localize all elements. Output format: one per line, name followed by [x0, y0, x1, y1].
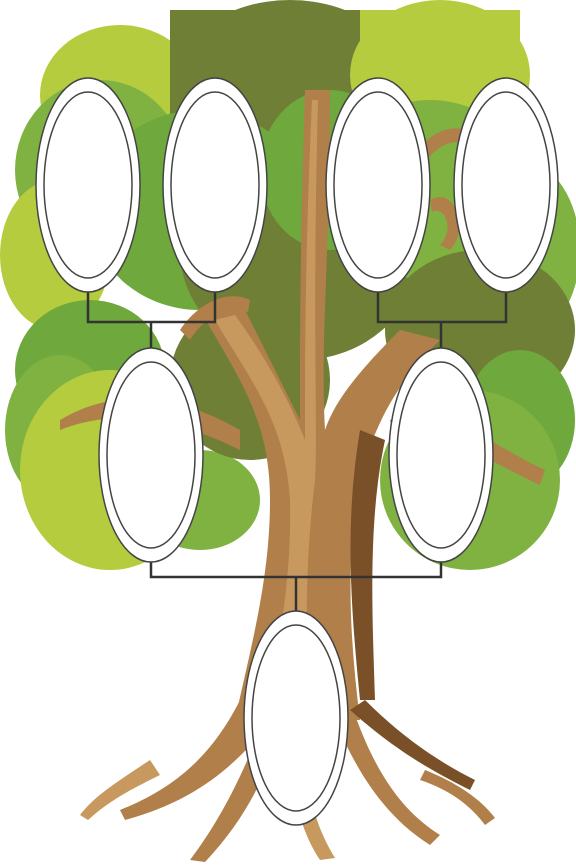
frame-inner [252, 625, 340, 811]
frame-inner [397, 362, 485, 548]
trunk-shadow [351, 430, 385, 700]
canopy-blob [360, 10, 520, 70]
frame-inner [171, 92, 259, 278]
frame-inner [44, 92, 132, 278]
portrait-frame-3[interactable] [326, 78, 430, 292]
portrait-frame-6[interactable] [389, 348, 493, 562]
portrait-frame-5[interactable] [99, 348, 203, 562]
frame-inner [462, 92, 550, 278]
portrait-frame-4[interactable] [454, 78, 558, 292]
frame-inner [107, 362, 195, 548]
portrait-frame-7[interactable] [244, 611, 348, 825]
portrait-frame-2[interactable] [163, 78, 267, 292]
frame-inner [334, 92, 422, 278]
portrait-frame-1[interactable] [36, 78, 140, 292]
